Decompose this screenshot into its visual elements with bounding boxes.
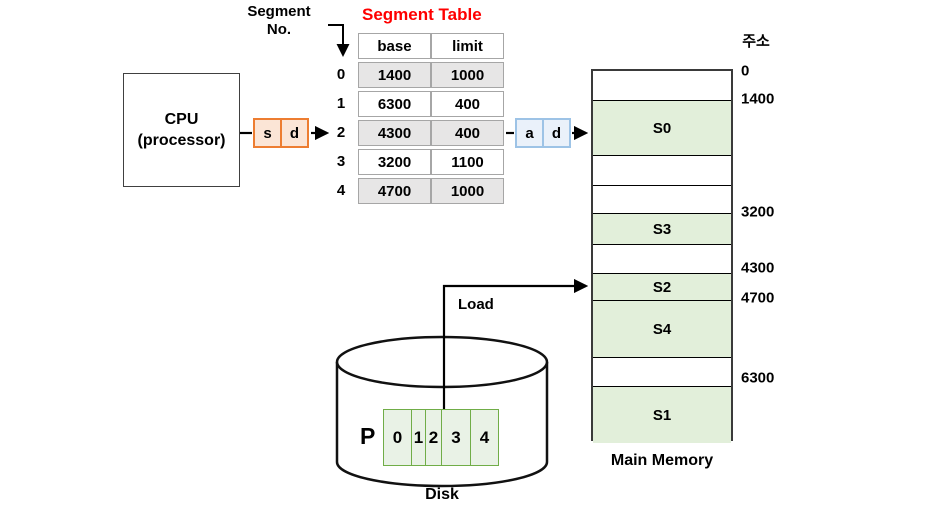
memory-region: S3: [593, 213, 731, 244]
segment-table-row: 4300 400: [358, 120, 504, 146]
disk-segment-cell: 3: [440, 409, 472, 466]
address-label: 6300: [741, 369, 775, 387]
segment-table-header-base: base: [358, 33, 431, 59]
memory-region-label: S3: [652, 220, 672, 238]
segment-table-title: Segment Table: [362, 5, 482, 24]
segment-table-limit-cell: 400: [431, 91, 504, 117]
segment-no-label: Segment No.: [233, 3, 325, 39]
memory-region: [593, 71, 731, 100]
segment-table-base-cell: 4700: [358, 178, 431, 204]
disk-caption: Disk: [425, 486, 459, 503]
disk-segment-cell: 0: [383, 409, 412, 466]
segment-no-line2: No.: [266, 21, 292, 38]
logical-address-offset-cell: d: [280, 120, 307, 146]
memory-region-label: S4: [652, 320, 672, 338]
segment-table-limit-cell: 1000: [431, 178, 504, 204]
memory-region: S1: [593, 386, 731, 443]
segment-table-header-row: base limit: [358, 33, 504, 59]
segment-table-row: 6300 400: [358, 91, 504, 117]
disk-segment-cell: 2: [425, 409, 442, 466]
segment-table-limit-cell: 400: [431, 120, 504, 146]
segment-table-row: 4700 1000: [358, 178, 504, 204]
address-label: 4700: [741, 289, 775, 307]
address-axis-label: 주소: [742, 33, 770, 50]
memory-region: S2: [593, 273, 731, 300]
memory-region-label: S2: [652, 278, 672, 296]
segment-table-row: 3200 1100: [358, 149, 504, 175]
logical-address-segment-cell: s: [263, 124, 272, 142]
address-labels: 0 1400 3200 4300 4700 6300: [741, 63, 801, 441]
segment-table-base-cell: 6300: [358, 91, 431, 117]
segment-table-row: 1400 1000: [358, 62, 504, 88]
segment-no-arrow: [328, 24, 350, 57]
cpu-label-line2: (processor): [137, 132, 226, 149]
segment-table-base-cell: 1400: [358, 62, 431, 88]
memory-region: [593, 244, 731, 273]
segment-table-row-index: 3: [336, 153, 346, 170]
memory-region: [593, 357, 731, 386]
memory-region: S0: [593, 100, 731, 155]
physical-address-offset-cell: d: [542, 120, 569, 146]
memory-region: [593, 185, 731, 213]
address-label: 4300: [741, 259, 775, 277]
segment-table-base-cell: 3200: [358, 149, 431, 175]
segment-table-row-index: 0: [336, 66, 346, 83]
memory-region-label: S0: [652, 119, 672, 137]
segment-table-header-limit: limit: [431, 33, 504, 59]
load-label: Load: [458, 296, 494, 313]
disk-segment-cell: 4: [470, 409, 499, 466]
cpu-box: CPU (processor): [123, 73, 240, 187]
segment-table-row-index: 2: [336, 124, 346, 141]
disk-segment-cells: 0 1 2 3 4: [383, 409, 499, 466]
cpu-label-line1: CPU: [164, 111, 199, 128]
address-label: 3200: [741, 203, 775, 221]
memory-region-label: S1: [652, 406, 672, 424]
segment-table-row-index: 1: [336, 95, 346, 112]
address-label: 0: [741, 62, 750, 80]
segment-table-limit-cell: 1100: [431, 149, 504, 175]
address-label: 1400: [741, 90, 775, 108]
segment-table-base-cell: 4300: [358, 120, 431, 146]
memory-region: [593, 155, 731, 185]
memory-region: S4: [593, 300, 731, 357]
segment-table-limit-cell: 1000: [431, 62, 504, 88]
main-memory-caption: Main Memory: [610, 452, 714, 469]
main-memory-column: S0 S3 S2 S4: [591, 69, 733, 443]
logical-address-register: s d: [253, 118, 309, 148]
segment-table-row-indices: 0 1 2 3 4: [331, 62, 351, 204]
segment-table: base limit 1400 1000 6300 400 4300 400: [358, 30, 504, 207]
disk-process-label: P: [360, 423, 376, 449]
physical-address-base-cell: a: [525, 124, 534, 142]
segment-table-row-index: 4: [336, 182, 346, 199]
segment-no-line1: Segment: [247, 3, 311, 20]
physical-address-register: a d: [515, 118, 571, 148]
